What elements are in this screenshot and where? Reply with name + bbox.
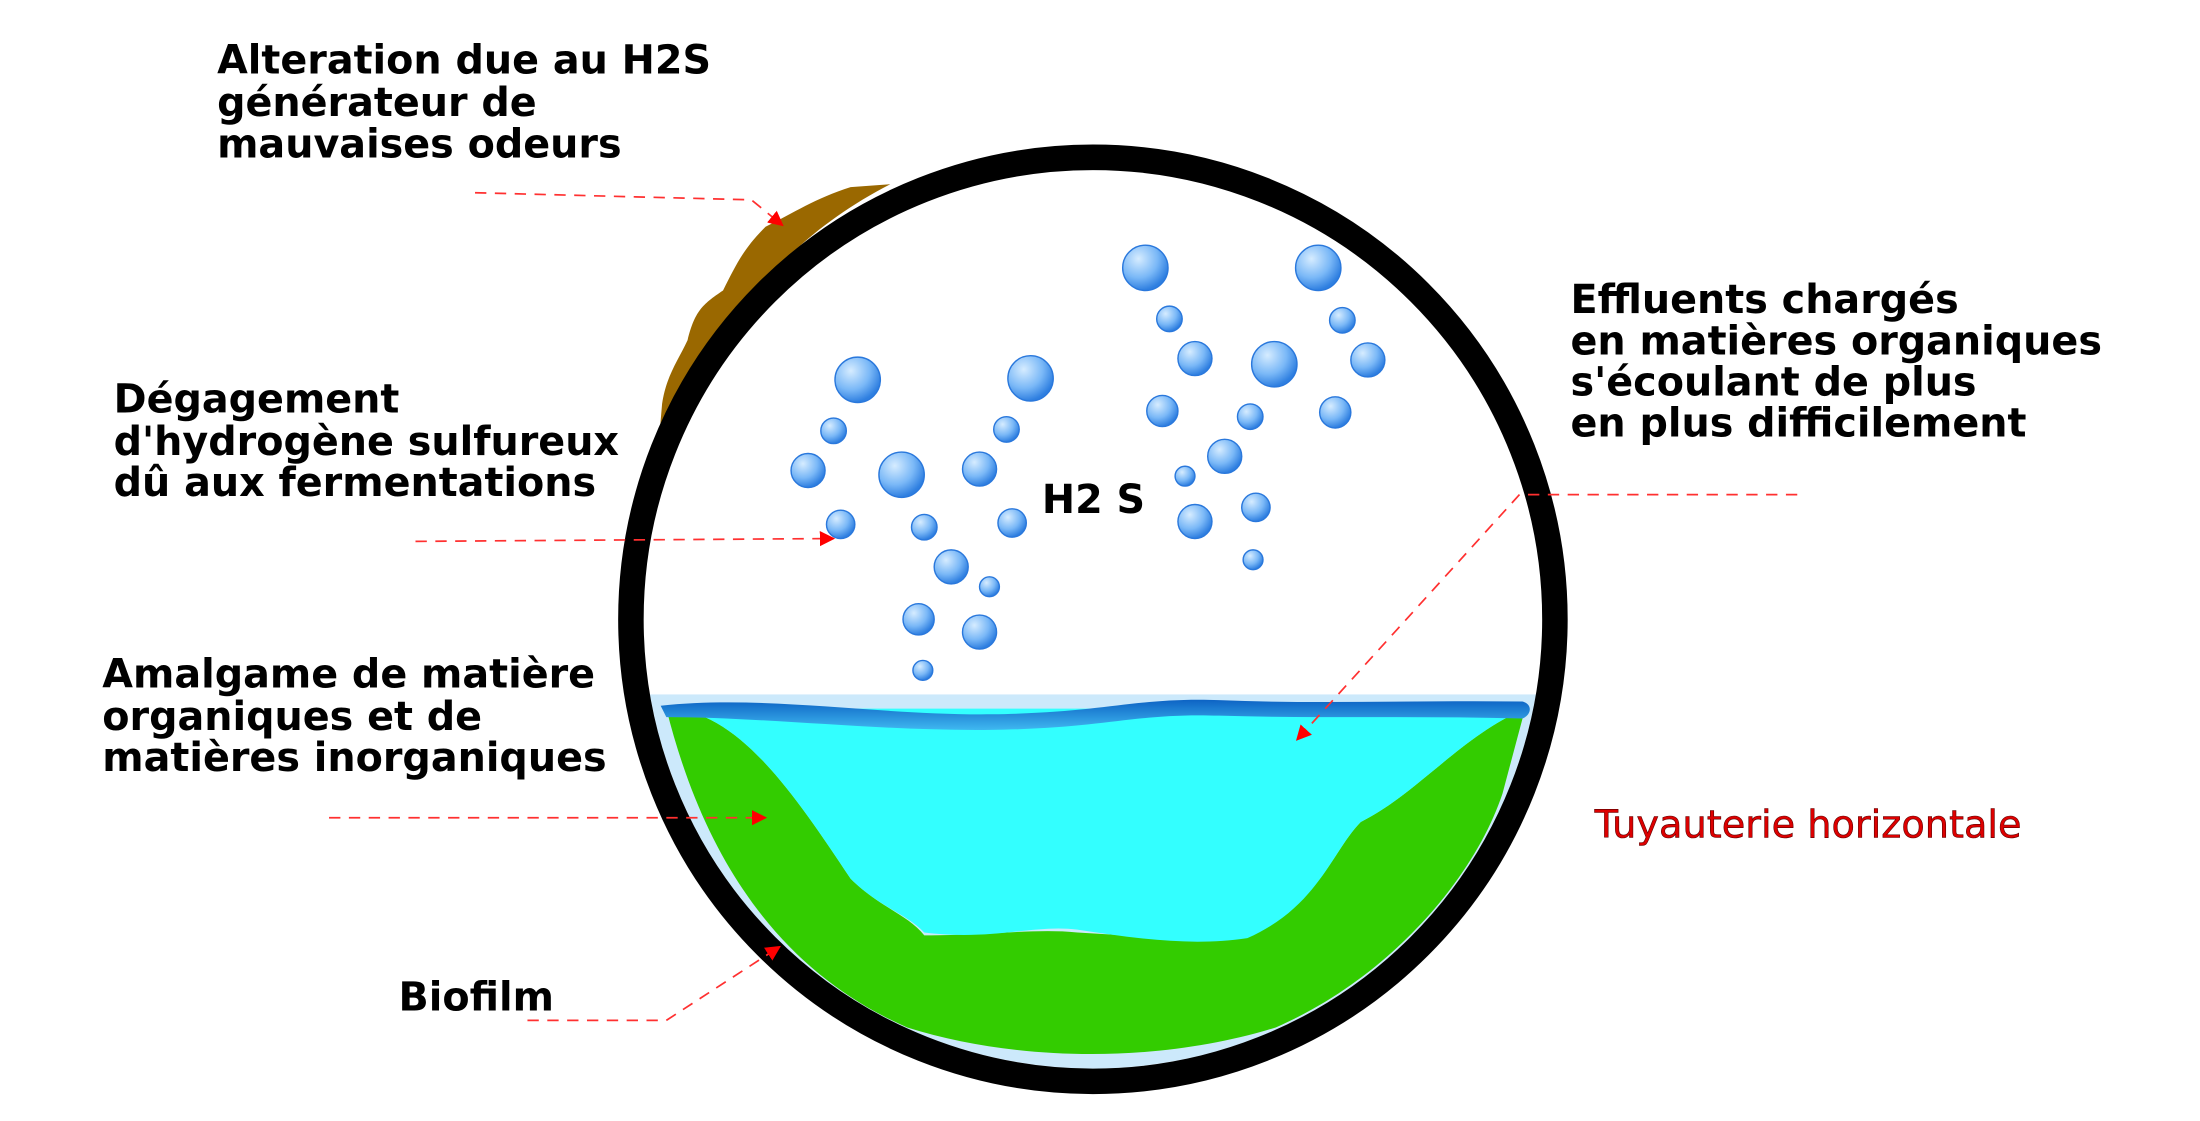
bubble: [1242, 549, 1264, 571]
label-degagement: Dégagement d'hydrogène sulfureux dû aux …: [114, 376, 633, 506]
label-alteration: Alteration due au H2S générateur de mauv…: [217, 38, 725, 168]
label-biofilm: Biofilm: [398, 974, 553, 1020]
bubble: [1328, 306, 1356, 334]
bubble: [910, 513, 938, 541]
bubble: [1146, 394, 1179, 428]
bubble: [997, 508, 1028, 538]
bubble: [1241, 492, 1271, 523]
sediment-amalgam: [666, 708, 1526, 1055]
bubble: [1177, 340, 1213, 377]
label-h2s: H2 S: [1042, 477, 1145, 523]
leader-degagement: [415, 530, 836, 547]
bubble: [961, 451, 998, 487]
bubble: [1350, 342, 1386, 378]
corrosion-deposit: [657, 184, 891, 454]
bubble: [961, 614, 998, 650]
bubble: [1250, 340, 1298, 388]
bubble: [933, 549, 969, 585]
effluent-water: [666, 708, 1526, 942]
bubble: [1294, 244, 1342, 292]
bubble: [1236, 403, 1264, 431]
water-surface: [660, 699, 1530, 730]
bubble: [978, 576, 1001, 598]
bubble: [825, 509, 856, 540]
bubble: [1174, 465, 1196, 487]
bubble: [1155, 305, 1183, 333]
bubble: [902, 603, 935, 636]
pipe-wall: [618, 144, 1568, 1095]
leader-alteration: [474, 191, 784, 227]
leader-effluents: [1295, 493, 1798, 741]
bubble: [1206, 438, 1243, 475]
bubble: [820, 417, 848, 445]
bubble: [790, 452, 826, 489]
bubble: [993, 415, 1020, 443]
bubble: [1318, 396, 1352, 429]
bubble: [878, 451, 925, 499]
label-pipe: Tuyauterie horizontale: [1594, 803, 2022, 848]
label-amalgame: Amalgame de matière organiques et de mat…: [102, 651, 609, 781]
bubble: [834, 356, 882, 404]
label-effluents: Effluents chargés en matières organiques…: [1571, 277, 2116, 446]
bubble: [912, 659, 934, 681]
bubble: [1007, 355, 1054, 402]
bubble: [1177, 503, 1213, 540]
bubble: [1121, 244, 1169, 292]
h2s-bubbles: [790, 244, 1386, 681]
leader-biofilm: [527, 945, 781, 1022]
